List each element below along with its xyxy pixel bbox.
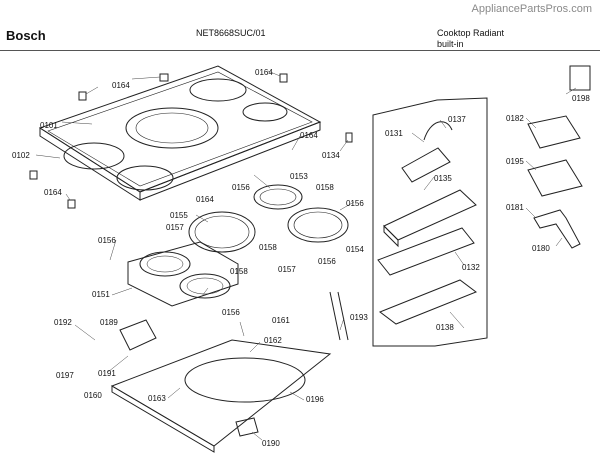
part-callouts: 0164 0164 0164 0164 0164 0101 0102 0134 … xyxy=(12,68,590,448)
description-line-1: Cooktop Radiant xyxy=(437,28,505,38)
callout-0132[interactable]: 0132 xyxy=(462,263,480,272)
callout-0151[interactable]: 0151 xyxy=(92,290,110,299)
ring-0198[interactable] xyxy=(184,357,306,403)
heating-element-0154[interactable] xyxy=(287,207,349,243)
callout-0158-c[interactable]: 0158 xyxy=(230,267,248,276)
callout-0135[interactable]: 0135 xyxy=(434,174,452,183)
callout-0197[interactable]: 0197 xyxy=(56,371,74,380)
callout-0162[interactable]: 0162 xyxy=(264,336,282,345)
housing-0160[interactable] xyxy=(110,339,332,453)
leader-lines xyxy=(35,70,577,441)
manual-0196[interactable] xyxy=(569,65,591,91)
bracket-0164-e[interactable] xyxy=(67,199,76,209)
cover-0138[interactable] xyxy=(378,279,478,325)
callout-0154[interactable]: 0154 xyxy=(346,245,364,254)
callout-0182[interactable]: 0182 xyxy=(506,114,524,123)
callout-0198[interactable]: 0198 xyxy=(572,94,590,103)
callout-0161[interactable]: 0161 xyxy=(272,316,290,325)
tray-0182[interactable] xyxy=(527,115,581,149)
callout-0193[interactable]: 0193 xyxy=(350,313,368,322)
description-line-2: built-in xyxy=(437,39,464,49)
callout-0189[interactable]: 0189 xyxy=(100,318,118,327)
callout-0158-a[interactable]: 0158 xyxy=(316,183,334,192)
bracket-0164-d[interactable] xyxy=(29,170,38,180)
callout-0156-c[interactable]: 0156 xyxy=(98,236,116,245)
callout-0156-d[interactable]: 0156 xyxy=(318,257,336,266)
callout-0134[interactable]: 0134 xyxy=(322,151,340,160)
watermark: AppliancePartsPros.com xyxy=(471,3,592,15)
callout-0157-b[interactable]: 0157 xyxy=(278,265,296,274)
clip-0134[interactable] xyxy=(345,132,353,143)
bracket-0164-c[interactable] xyxy=(279,73,288,83)
ribbon-cable-0137[interactable] xyxy=(423,121,453,141)
header-divider xyxy=(0,50,600,51)
callout-0157-a[interactable]: 0157 xyxy=(166,223,184,232)
bracket-0164-a[interactable] xyxy=(159,73,169,82)
callout-0156-e[interactable]: 0156 xyxy=(222,308,240,317)
label-0190[interactable] xyxy=(235,417,259,437)
callout-0156-a[interactable]: 0156 xyxy=(232,183,250,192)
heating-element-0151[interactable] xyxy=(127,241,239,307)
scraper-0180[interactable] xyxy=(533,209,581,249)
callout-0160[interactable]: 0160 xyxy=(84,391,102,400)
cable-0193[interactable] xyxy=(329,291,349,341)
control-module-frame xyxy=(372,97,488,347)
callout-0156-b[interactable]: 0156 xyxy=(346,199,364,208)
callout-0164-c[interactable]: 0164 xyxy=(300,131,318,140)
callout-0196[interactable]: 0196 xyxy=(306,395,324,404)
callout-0195[interactable]: 0195 xyxy=(506,157,524,166)
callout-0163[interactable]: 0163 xyxy=(148,394,166,403)
junction-box-0189[interactable] xyxy=(119,319,157,351)
touch-control-0131[interactable] xyxy=(401,147,451,183)
callout-0164-d[interactable]: 0164 xyxy=(44,188,62,197)
callout-0191[interactable]: 0191 xyxy=(98,369,116,378)
callout-0131[interactable]: 0131 xyxy=(385,129,403,138)
heating-element-0153[interactable] xyxy=(253,184,303,210)
kit-0195[interactable] xyxy=(527,159,583,197)
callout-0164-b[interactable]: 0164 xyxy=(255,68,273,77)
callout-0138[interactable]: 0138 xyxy=(436,323,454,332)
callout-0102[interactable]: 0102 xyxy=(12,151,30,160)
callout-0101[interactable]: 0101 xyxy=(40,121,58,130)
callout-0153[interactable]: 0153 xyxy=(290,172,308,181)
callout-0180[interactable]: 0180 xyxy=(532,244,550,253)
control-board-0135[interactable] xyxy=(383,189,477,248)
callout-0155[interactable]: 0155 xyxy=(170,211,188,220)
bracket-0164-b[interactable] xyxy=(78,91,87,101)
callout-0190[interactable]: 0190 xyxy=(262,439,280,448)
heating-element-0155[interactable] xyxy=(188,211,256,253)
callout-0192[interactable]: 0192 xyxy=(54,318,72,327)
callout-0158-b[interactable]: 0158 xyxy=(259,243,277,252)
callout-0137[interactable]: 0137 xyxy=(448,115,466,124)
cooktop-glass[interactable] xyxy=(38,65,322,201)
callout-0164-e[interactable]: 0164 xyxy=(196,195,214,204)
model-number: NET8668SUC/01 xyxy=(196,28,266,38)
callout-0181[interactable]: 0181 xyxy=(506,203,524,212)
power-board-0132[interactable] xyxy=(377,227,475,276)
brand-name: Bosch xyxy=(6,28,46,43)
callout-0164-a[interactable]: 0164 xyxy=(112,81,130,90)
